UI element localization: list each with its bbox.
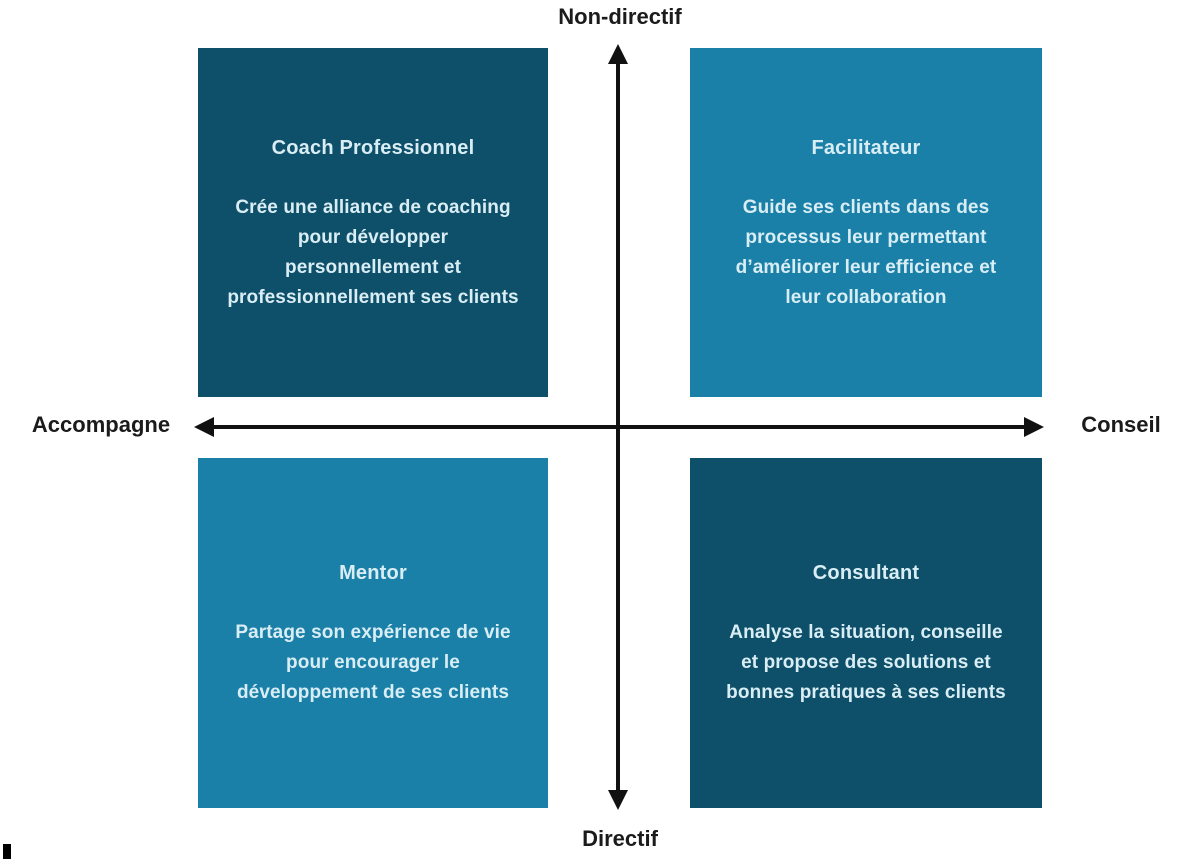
quadrant-title: Mentor (339, 562, 407, 584)
stray-cursor-mark (3, 844, 11, 859)
quadrant-description: Partage son expérience de vie pour encou… (235, 622, 511, 703)
quadrant-description: Crée une alliance de coaching pour dével… (227, 196, 519, 308)
quadrant-description: Analyse la situation, conseille et propo… (726, 622, 1006, 703)
quadrant-title: Consultant (812, 562, 920, 584)
quadrant-description: Guide ses clients dans des processus leu… (735, 196, 997, 308)
quadrant-title: Coach Professionnel (271, 136, 475, 159)
axis-label-accompagne: Accompagne (31, 412, 171, 437)
axis-label-directif: Directif (582, 826, 658, 851)
axis-label-non-directif: Non-directif (558, 4, 682, 29)
quadrant-facilitateur: Facilitateur Guide ses clients dans des … (690, 48, 1042, 397)
axis-label-conseil: Conseil (1081, 412, 1161, 437)
quadrant-coach-professionnel: Coach Professionnel Crée une alliance de… (198, 48, 548, 397)
quadrant-title: Facilitateur (811, 136, 921, 159)
quadrant-mentor: Mentor Partage son expérience de vie pou… (198, 458, 548, 808)
quadrant-consultant: Consultant Analyse la situation, conseil… (690, 458, 1042, 808)
